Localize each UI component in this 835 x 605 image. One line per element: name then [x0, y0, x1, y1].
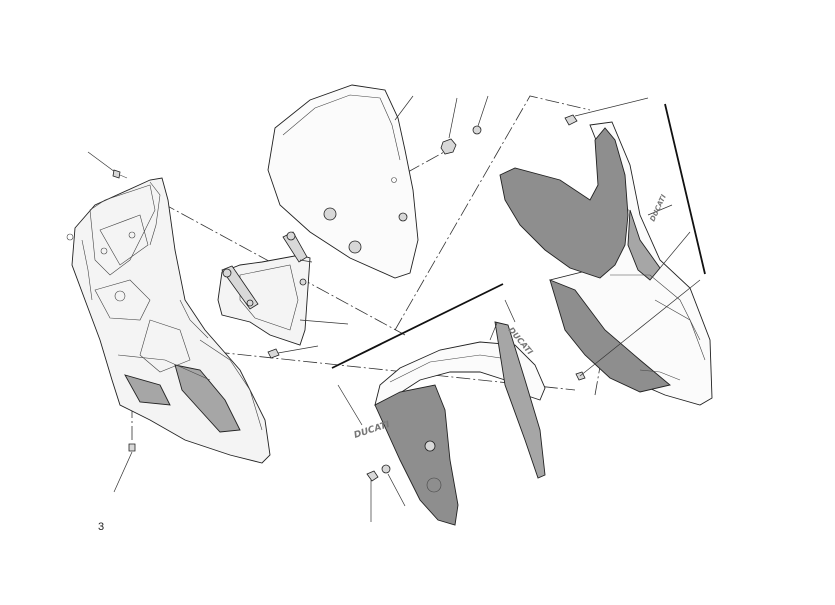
mudguard-washer — [381, 464, 406, 507]
inner-fairing-part — [66, 177, 271, 464]
front-beak-part — [499, 97, 713, 406]
windscreen-nut — [440, 97, 458, 155]
windscreen-washer — [472, 95, 489, 135]
page-number: 3 — [98, 521, 105, 533]
windscreen-part — [267, 84, 419, 279]
decal-logo-mudguard: DUCATI — [353, 420, 392, 441]
screw-inner-bottom — [113, 443, 136, 493]
frame-accent-lines — [331, 103, 706, 369]
windscreen-bracket-part — [217, 231, 349, 359]
mudguard-screw — [366, 470, 379, 522]
screw-inner-top — [87, 151, 128, 179]
front-mudguard-part — [374, 321, 546, 526]
